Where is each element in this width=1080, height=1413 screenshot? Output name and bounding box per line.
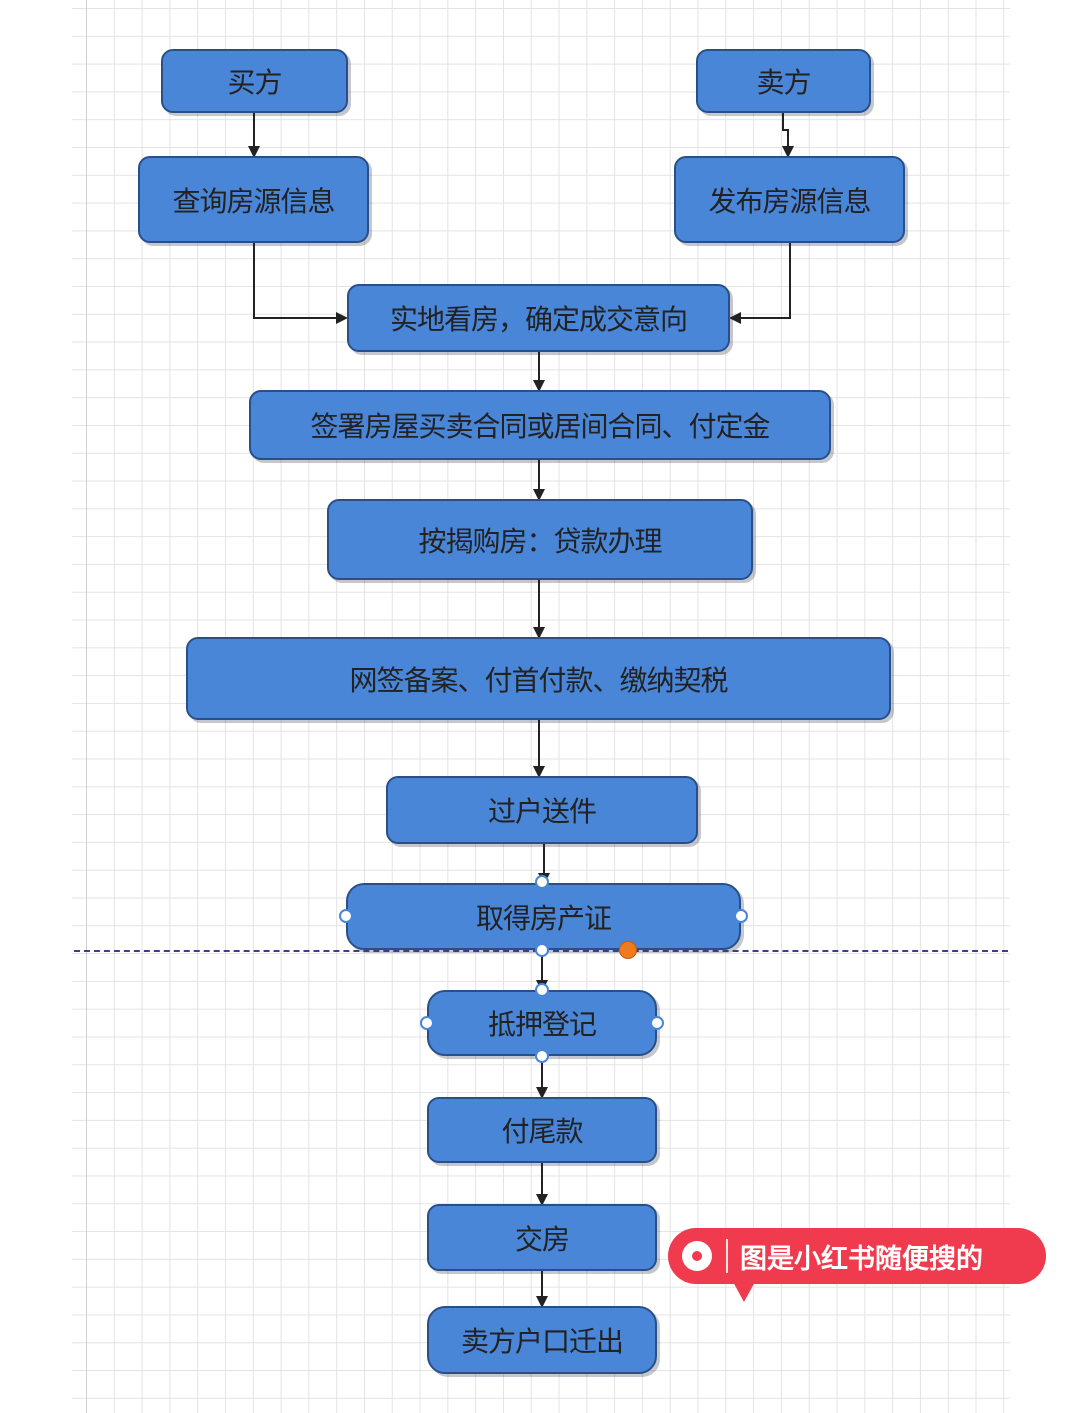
node-mortgage[interactable]: 按揭购房：贷款办理 — [327, 499, 753, 580]
warning-indicator-icon[interactable] — [619, 941, 637, 959]
watermark-divider — [726, 1239, 728, 1273]
node-transfer[interactable]: 过户送件 — [386, 776, 698, 844]
connection-handle-left[interactable] — [420, 1016, 434, 1030]
canvas-edge — [86, 0, 87, 1413]
watermark-badge: 图是小红书随便搜的 — [668, 1228, 1046, 1284]
connection-handle-bottom[interactable] — [535, 1049, 549, 1063]
node-mortgage-reg[interactable]: 抵押登记 — [427, 990, 657, 1056]
node-property-cert[interactable]: 取得房产证 — [346, 883, 741, 950]
connection-handle-left[interactable] — [339, 909, 353, 923]
connection-handle-right[interactable] — [650, 1016, 664, 1030]
connection-handle-bottom[interactable] — [535, 943, 549, 957]
connection-handle-right[interactable] — [734, 909, 748, 923]
node-hukou-move[interactable]: 卖方户口迁出 — [427, 1306, 657, 1374]
node-online-filing[interactable]: 网签备案、付首付款、缴纳契税 — [186, 637, 891, 720]
node-handover[interactable]: 交房 — [427, 1204, 657, 1271]
node-sign-contract[interactable]: 签署房屋买卖合同或居间合同、付定金 — [249, 390, 831, 460]
watermark-tail — [732, 1280, 756, 1302]
node-final-payment[interactable]: 付尾款 — [427, 1097, 657, 1163]
node-publish-listing[interactable]: 发布房源信息 — [674, 156, 905, 243]
location-pin-icon — [682, 1241, 712, 1271]
edge-publish-visit[interactable] — [729, 243, 791, 324]
node-site-visit[interactable]: 实地看房，确定成交意向 — [347, 284, 730, 352]
node-seller[interactable]: 卖方 — [696, 49, 871, 113]
connection-handle-top[interactable] — [535, 875, 549, 889]
node-buyer[interactable]: 买方 — [161, 49, 348, 113]
node-query-listing[interactable]: 查询房源信息 — [138, 156, 369, 243]
edge-query-visit[interactable] — [253, 243, 348, 324]
connection-handle-top[interactable] — [535, 983, 549, 997]
watermark-text: 图是小红书随便搜的 — [740, 1243, 983, 1275]
edge-seller-publish[interactable] — [782, 113, 794, 158]
